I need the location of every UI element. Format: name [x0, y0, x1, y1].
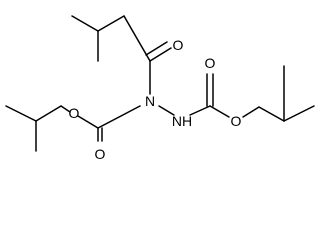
bond — [97, 105, 141, 129]
chemical-structure-diagram: O O N O NH O O — [5, 15, 315, 162]
atom-label-hydrazine-nh: NH — [172, 113, 192, 129]
bond — [5, 105, 37, 122]
bond — [77, 115, 99, 129]
bond — [258, 106, 285, 122]
bond — [60, 105, 71, 113]
atom-label-carbamate-oxygen-left: O — [95, 146, 106, 162]
bond — [209, 105, 230, 118]
bond — [283, 105, 315, 122]
atom-label-ester-oxygen-left: O — [69, 105, 80, 121]
bond — [97, 15, 125, 32]
atom-label-carbamate-oxygen-right: O — [205, 55, 216, 71]
bond — [242, 106, 260, 118]
bond — [158, 105, 175, 116]
bond — [71, 15, 99, 32]
bond — [123, 15, 151, 62]
atom-label-hydrazine-nitrogen: N — [145, 93, 155, 109]
bond — [35, 105, 62, 122]
atom-label-ketone-oxygen: O — [173, 37, 184, 53]
bond — [189, 105, 211, 116]
double-bond — [149, 47, 172, 62]
atom-label-ester-oxygen-right: O — [231, 113, 242, 129]
double-bond — [145, 41, 168, 56]
